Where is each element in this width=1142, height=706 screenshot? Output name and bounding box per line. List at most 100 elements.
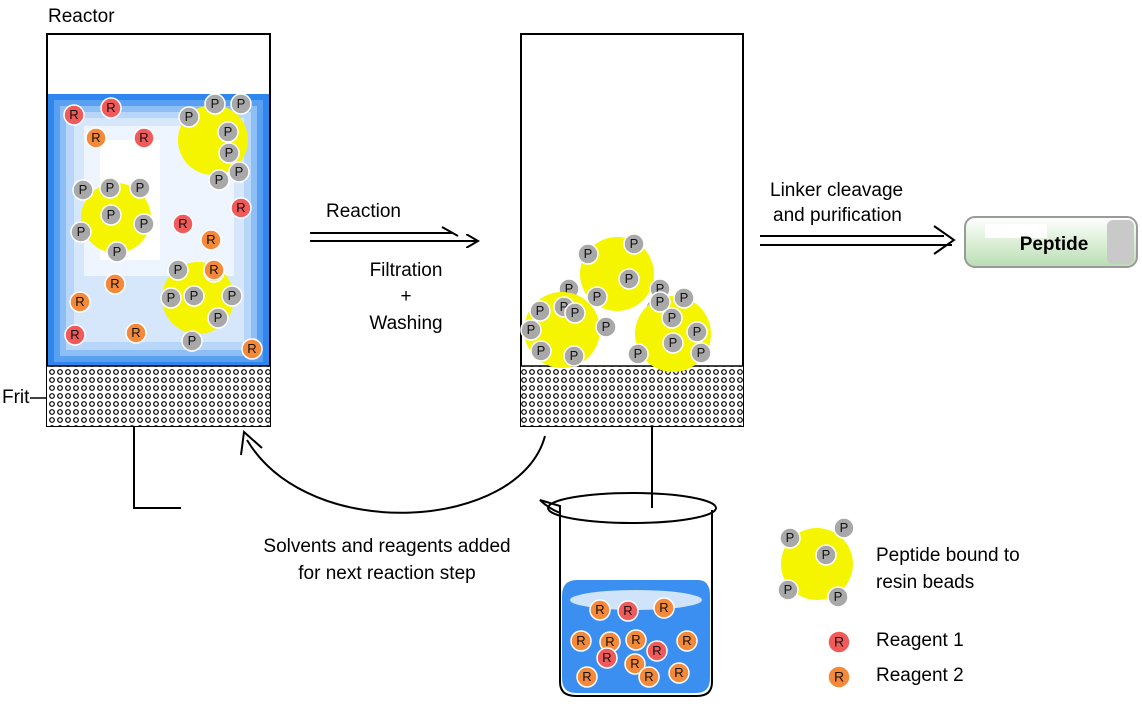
svg-text:R: R (106, 100, 115, 115)
peptide-marker: P (72, 179, 94, 201)
peptide-marker: P (208, 169, 230, 191)
svg-text:R: R (131, 325, 140, 340)
svg-text:P: P (214, 310, 223, 325)
peptide-marker: P (70, 221, 92, 243)
svg-text:P: P (570, 348, 579, 363)
svg-text:P: P (140, 216, 149, 231)
peptide-marker: P (181, 330, 203, 352)
peptide-label: Peptide (1020, 234, 1089, 255)
svg-text:P: P (584, 246, 593, 261)
peptide-marker: P (183, 285, 205, 307)
filtration-label: Filtration (369, 260, 443, 281)
peptide-marker: P (167, 259, 189, 281)
peptide-marker: P (661, 307, 683, 329)
svg-text:P: P (107, 207, 116, 222)
cleavage-label-line1: Linker cleavage (770, 180, 904, 201)
reagent1-marker: R (230, 197, 252, 219)
svg-text:R: R (652, 643, 661, 658)
svg-text:R: R (576, 633, 585, 648)
peptide-marker: P (520, 319, 542, 341)
reagent2-marker: R (638, 666, 660, 688)
peptide-marker: P (99, 177, 121, 199)
svg-text:P: P (784, 582, 793, 597)
peptide-marker: P (218, 142, 240, 164)
svg-text:R: R (630, 656, 639, 671)
legend-reagent2-label: Reagent 2 (876, 665, 964, 686)
peptide-marker: P (618, 268, 640, 290)
peptide-marker: P (586, 286, 608, 308)
reaction-label: Reaction (326, 201, 401, 222)
svg-text:P: P (669, 335, 678, 350)
svg-text:P: P (190, 288, 199, 303)
peptide-marker: P (690, 342, 712, 364)
reagent1-marker: R (133, 127, 155, 149)
reagent1-marker: R (172, 213, 194, 235)
reactor-frit (47, 366, 270, 426)
svg-text:P: P (224, 124, 233, 139)
legend-bead-line1: Peptide bound to (876, 545, 1020, 566)
svg-text:P: P (185, 109, 194, 124)
svg-text:R: R (623, 603, 632, 618)
legend-bead-line2: resin beads (876, 572, 975, 593)
svg-text:R: R (605, 634, 614, 649)
peptide-marker: P (204, 93, 226, 115)
peptide-marker: P (221, 285, 243, 307)
cleavage-arrow (760, 225, 956, 255)
reagent2-marker: R (69, 291, 91, 313)
peptide-marker: P (827, 586, 849, 608)
legend-reagent1-icon: R (827, 630, 851, 654)
frit-label: Frit (2, 387, 30, 408)
peptide-marker: P (833, 517, 855, 539)
svg-text:P: P (834, 589, 843, 604)
svg-text:P: P (630, 236, 639, 251)
svg-text:P: P (136, 180, 145, 195)
legend-reagent1-label: Reagent 1 (876, 630, 964, 651)
peptide-marker: P (106, 241, 128, 263)
reagent2-marker: R (85, 127, 107, 149)
svg-text:P: P (237, 96, 246, 111)
peptide-marker: P (228, 161, 250, 183)
svg-text:P: P (235, 164, 244, 179)
svg-text:P: P (225, 145, 234, 160)
peptide-marker: P (779, 527, 801, 549)
peptide-marker: P (207, 307, 229, 329)
svg-text:P: P (656, 281, 665, 296)
reactor-label: Reactor (48, 6, 115, 27)
peptide-marker: P (230, 93, 252, 115)
svg-text:P: P (527, 322, 536, 337)
reaction-arrow (310, 226, 478, 241)
reagent2-marker: R (653, 597, 675, 619)
svg-text:P: P (77, 224, 86, 239)
peptide-marker: P (577, 243, 599, 265)
reagent1-marker: R (100, 97, 122, 119)
cleavage-label-line2: and purification (773, 205, 902, 226)
svg-text:R: R (75, 294, 84, 309)
svg-text:R: R (178, 216, 187, 231)
svg-text:R: R (206, 232, 215, 247)
peptide-marker: P (686, 321, 708, 343)
svg-text:R: R (682, 633, 691, 648)
peptide-marker: P (178, 106, 200, 128)
reagent1-marker: R (646, 640, 668, 662)
solvents-label-line1: Solvents and reagents added (263, 536, 511, 557)
reagent2-marker: R (625, 629, 647, 651)
reagent1-marker: R (63, 104, 85, 126)
svg-text:P: P (211, 96, 220, 111)
peptide-marker: P (563, 345, 585, 367)
peptide-marker: P (623, 233, 645, 255)
peptide-marker: P (649, 291, 671, 313)
svg-text:R: R (674, 665, 683, 680)
filter-frit (521, 366, 743, 426)
reagent2-marker: R (104, 273, 126, 295)
svg-text:R: R (209, 262, 218, 277)
reagent2-marker: R (624, 653, 646, 675)
svg-text:R: R (236, 200, 245, 215)
svg-text:P: P (602, 319, 611, 334)
svg-text:P: P (565, 281, 574, 296)
reagent2-marker: R (241, 338, 263, 360)
peptide-marker: P (662, 332, 684, 354)
peptide-marker: P (529, 300, 551, 322)
reagent1-marker: R (596, 647, 618, 669)
peptide-marker: P (627, 343, 649, 365)
